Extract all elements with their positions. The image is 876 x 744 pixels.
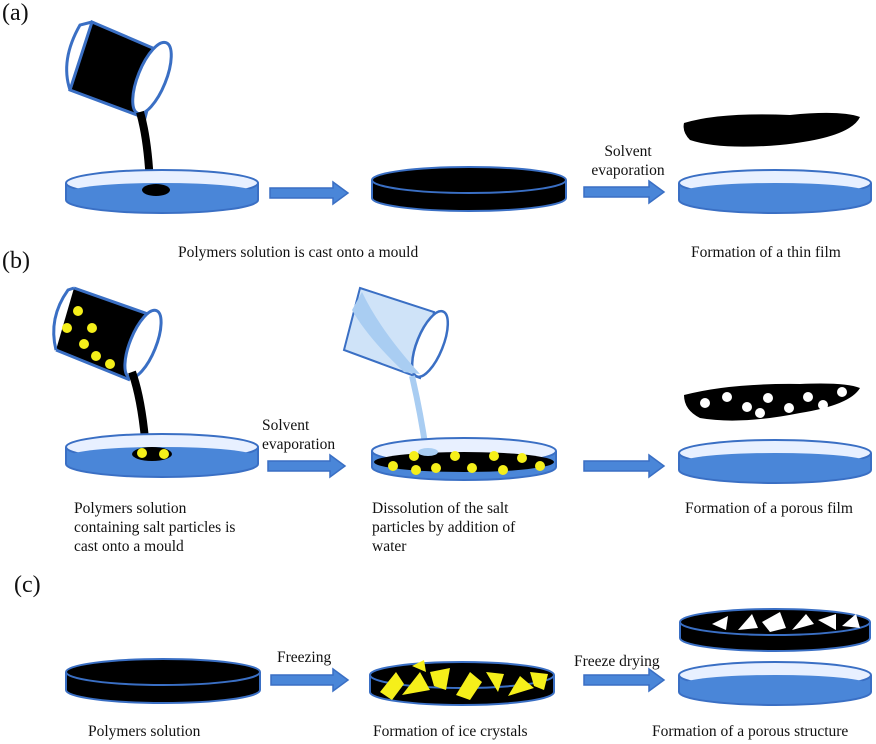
- thin-film-a: [683, 112, 860, 147]
- caption-b-mid-line1: Dissolution of the salt: [372, 500, 509, 517]
- caption-b-mid-line2: particles by addition of: [372, 519, 516, 536]
- petri-dish-a1: [65, 169, 259, 214]
- porous-film-b: [684, 383, 860, 421]
- petri-dish-c3: [678, 661, 872, 706]
- caption-b-left: Polymers solution containing salt partic…: [74, 499, 235, 556]
- arrow-b2: [583, 453, 666, 479]
- caption-c-mid: Formation of ice crystals: [373, 723, 528, 740]
- caption-c-left: Polymers solution: [88, 723, 201, 740]
- arrow-b1-label-line1: Solvent: [262, 417, 310, 434]
- panel-label-b: (b): [2, 248, 30, 274]
- panel-label-a: (a): [2, 0, 29, 26]
- porous-structure-c: [679, 608, 871, 652]
- petri-dish-b3: [678, 439, 872, 484]
- beaker-pouring-salt-polymer-b: [52, 286, 163, 451]
- petri-dish-c1-polymer: [65, 658, 261, 704]
- beaker-pouring-water-b: [342, 286, 450, 451]
- arrow-a2-label-line2: evaporation: [591, 162, 665, 179]
- arrow-b1-label-line2: evaporation: [262, 436, 336, 453]
- caption-a-left: Polymers solution is cast onto a mould: [178, 244, 419, 261]
- arrow-b1-label: Solvent evaporation: [262, 416, 335, 454]
- caption-b-mid-line3: water: [372, 538, 407, 555]
- arrow-c1-label: Freezing: [277, 649, 332, 666]
- petri-dish-a2-polymer: [371, 166, 567, 212]
- arrow-c1: [270, 667, 350, 693]
- beaker-pouring-polymer-a: [65, 19, 173, 195]
- caption-c-right: Formation of a porous structure: [652, 723, 849, 740]
- petri-dish-b2-salt: [371, 437, 557, 481]
- petri-dish-c2-ice: [369, 660, 555, 706]
- arrow-c2: [583, 667, 666, 693]
- panel-label-c: (c): [14, 572, 41, 598]
- arrow-a2-label: Solvent evaporation: [578, 142, 678, 180]
- petri-dish-a3: [678, 169, 872, 214]
- caption-b-mid: Dissolution of the salt particles by add…: [372, 499, 515, 556]
- caption-b-left-line2: containing salt particles is: [74, 519, 236, 536]
- arrow-b1: [267, 453, 347, 479]
- caption-b-left-line1: Polymers solution: [74, 500, 187, 517]
- caption-a-right: Formation of a thin film: [691, 244, 841, 261]
- arrow-a2-label-line1: Solvent: [604, 143, 652, 160]
- arrow-a1: [269, 180, 350, 206]
- caption-b-right: Formation of a porous film: [685, 500, 853, 517]
- arrow-a2: [583, 179, 666, 205]
- arrow-c2-label: Freeze drying: [574, 653, 660, 670]
- petri-dish-b1: [65, 433, 259, 478]
- caption-b-left-line3: cast onto a mould: [74, 538, 184, 555]
